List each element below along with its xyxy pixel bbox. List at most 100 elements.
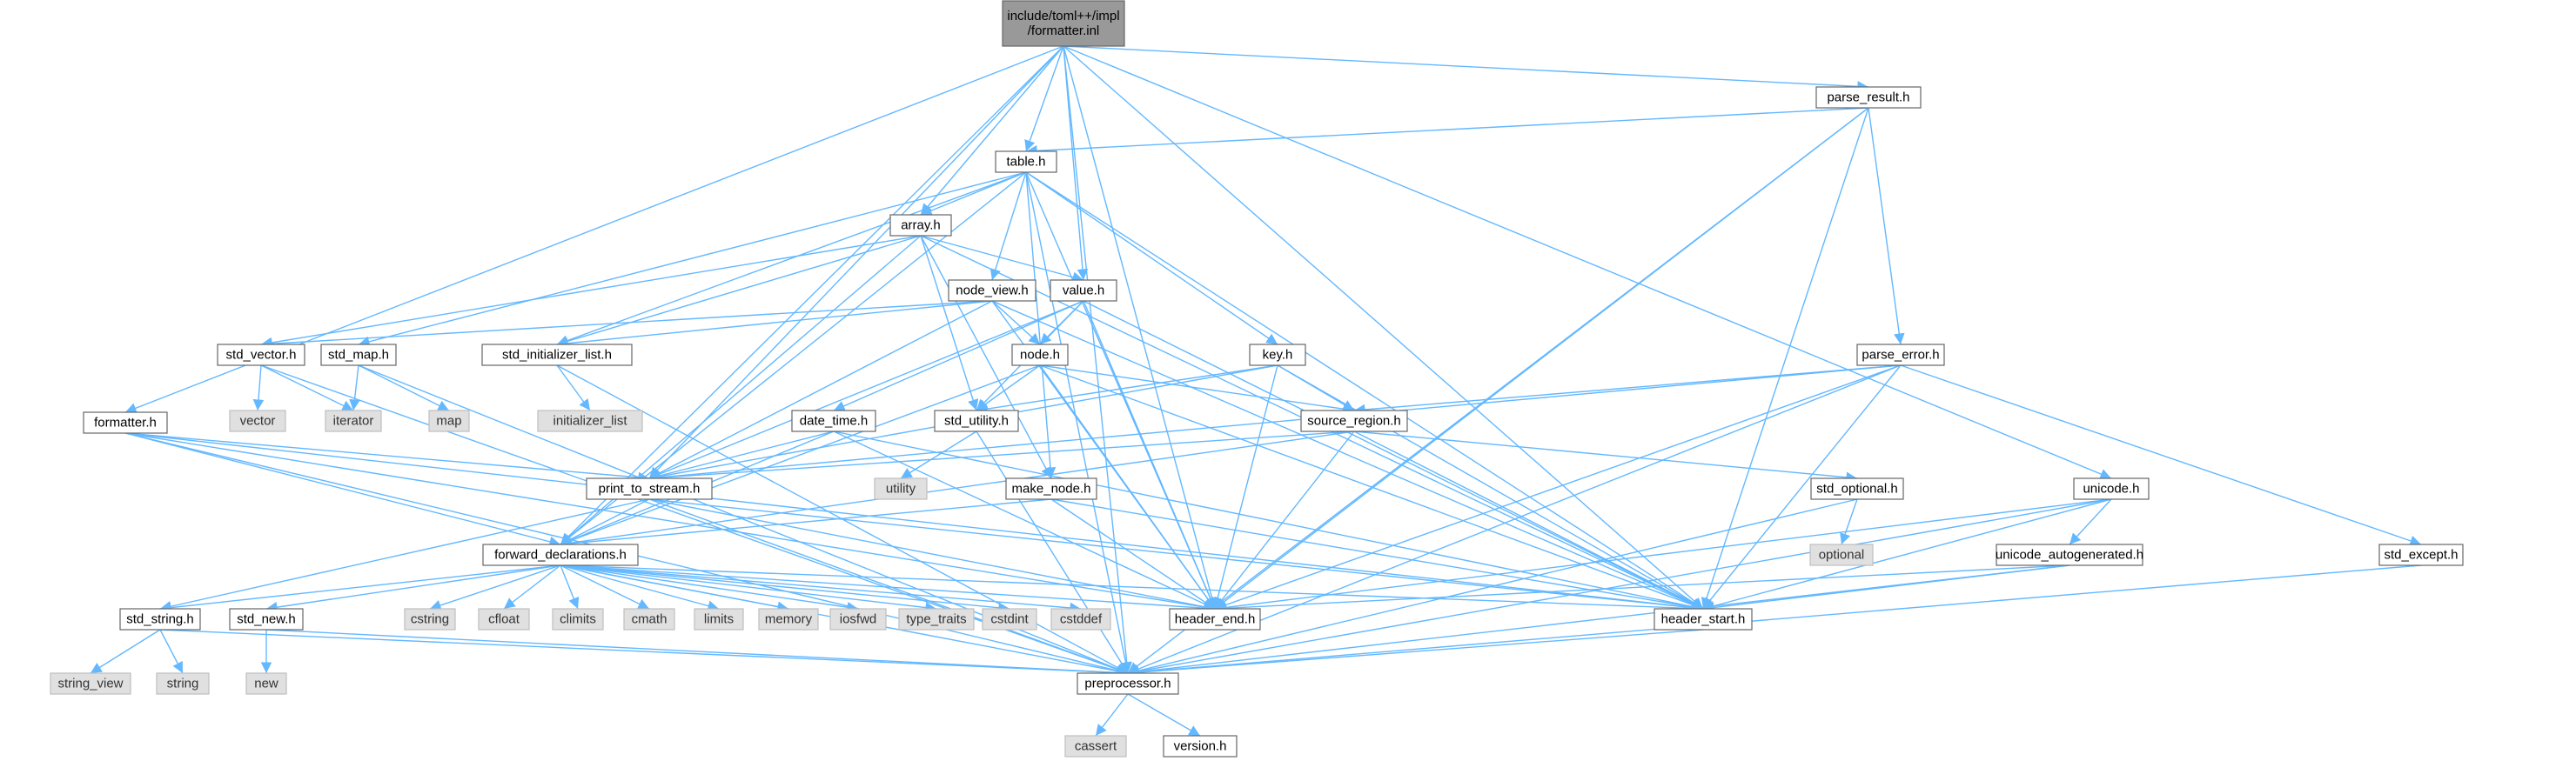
node-label: std_string.h [126,612,194,627]
node-label: type_traits [906,612,966,627]
edge-print_to_stream_h-to-forward_declarations_h [560,498,650,545]
edge-value_h-to-header_start_h [1083,300,1704,610]
node-std-string-h[interactable]: std_string.h [119,608,201,631]
edge-formatter_inl-to-preprocessor_h [1063,45,1132,674]
node-table-h[interactable]: table.h [995,150,1057,173]
node-box [537,410,643,432]
edge-std_optional_h-to-preprocessor_h [1127,498,1858,677]
node-key-h[interactable]: key.h [1249,344,1306,366]
node-array-h[interactable]: array.h [889,214,952,237]
node-label: source_region.h [1307,414,1401,429]
node-string: string [156,672,210,695]
edge-std_map_h-to-map [358,364,450,411]
edge-std_initializer_list_h-to-initializer_list [556,364,591,411]
edge-formatter_inl-to-print_to_stream_h [648,45,1064,479]
node-cstddef: cstddef [1050,608,1111,631]
node-label: climits [560,612,596,627]
node-label: optional [1819,548,1865,563]
node-node-view-h[interactable]: node_view.h [948,279,1036,302]
node-std-new-h[interactable]: std_new.h [229,608,304,631]
node-label: cstring [411,612,449,627]
edge-node_view_h-to-print_to_stream_h [648,300,993,479]
node-version-h[interactable]: version.h [1163,735,1238,758]
edge-array_h-to-value_h [920,235,1084,283]
edge-forward_declarations_h-to-header_end_h [560,564,1216,614]
node-header-end-h[interactable]: header_end.h [1169,608,1261,631]
node-preprocessor-h[interactable]: preprocessor.h [1077,672,1179,695]
edge-source_region_h-to-header_start_h [1353,431,1704,610]
edge-forward_declarations_h-to-cfloat [503,564,561,610]
node-header-start-h[interactable]: header_start.h [1654,608,1753,631]
node-cstring: cstring [404,608,456,631]
node-make-node-h[interactable]: make_node.h [1005,477,1097,500]
edge-forward_declarations_h-to-climits [560,564,580,610]
node-label: parse_result.h [1827,90,1909,105]
node-label: utility [886,482,916,497]
node-std-utility-h[interactable]: std_utility.h [934,410,1019,432]
node-optional: optional [1809,544,1874,566]
edge-parse_result_h-to-header_start_h [1701,107,1869,610]
node-box [1815,86,1922,109]
node-std-map-h[interactable]: std_map.h [320,344,397,366]
node-forward-declarations-h[interactable]: forward_declarations.h [482,544,639,566]
node-string-view: string_view [50,672,131,695]
edge-unicode_h-to-header_end_h [1214,498,2112,613]
edge-table_h-to-std_map_h [358,171,1027,347]
node-vector: vector [229,410,286,432]
node-box [829,608,887,631]
node-label: date_time.h [800,414,868,429]
edge-forward_declarations_h-to-limits [560,564,720,611]
node-formatter-inl[interactable]: include/toml++/impl/formatter.inl [1002,0,1125,47]
node-date-time-h[interactable]: date_time.h [791,410,876,432]
node-box [1300,410,1408,432]
edge-parse_result_h-to-table_h [1025,107,1869,157]
edge-table_h-to-key_h [1025,171,1278,345]
node-cmath: cmath [623,608,675,631]
node-box [217,344,305,366]
node-source-region-h[interactable]: source_region.h [1300,410,1408,432]
node-box [1169,608,1261,631]
node-formatter-h[interactable]: formatter.h [83,411,168,434]
node-label: vector [240,414,276,429]
edge-formatter_inl-to-parse_result_h [1063,45,1869,92]
node-layer: include/toml++/impl/formatter.inl parse_r… [50,0,2464,758]
edge-std_string_h-to-string_view [90,629,161,674]
node-label: print_to_stream.h [599,482,701,497]
node-box [1011,344,1069,366]
node-std-except-h[interactable]: std_except.h [2378,544,2464,566]
edge-node_view_h-to-std_initializer_list_h [556,300,993,350]
node-box [1856,344,1945,366]
node-parse-result-h[interactable]: parse_result.h [1815,86,1922,109]
node-unicode-h[interactable]: unicode.h [2073,477,2150,500]
edge-array_h-to-std_vector_h [260,235,922,349]
node-label: cfloat [488,612,520,627]
node-box [623,608,675,631]
edge-formatter_inl-to-table_h [1024,45,1064,152]
edge-unicode_h-to-preprocessor_h [1127,498,2112,678]
node-std-initializer-list-h[interactable]: std_initializer_list.h [481,344,633,366]
node-box [229,608,304,631]
edge-std_map_h-to-iterator [349,364,360,411]
node-box [1005,477,1097,500]
node-label: make_node.h [1012,482,1091,497]
edge-forward_declarations_h-to-cstring [429,564,561,611]
node-box [156,672,210,695]
edge-parse_error_h-to-header_end_h [1214,364,1902,611]
node-std-vector-h[interactable]: std_vector.h [217,344,305,366]
node-box [2378,544,2464,566]
node-value-h[interactable]: value.h [1050,279,1117,302]
node-box [1050,608,1111,631]
node-label: cmath [632,612,667,627]
node-parse-error-h[interactable]: parse_error.h [1856,344,1945,366]
node-box [1163,735,1238,758]
edge-table_h-to-make_node_h [1025,171,1057,479]
node-std-optional-h[interactable]: std_optional.h [1810,477,1904,500]
edge-forward_declarations_h-to-header_start_h [560,564,1704,614]
node-unicode-autogenerated-h[interactable]: unicode_autogenerated.h [1996,544,2143,566]
node-cassert: cassert [1064,735,1127,758]
edge-table_h-to-array_h [920,171,1027,217]
edge-std_string_h-to-string [159,629,184,674]
node-node-h[interactable]: node.h [1011,344,1069,366]
node-label: memory [765,612,813,627]
node-print-to-stream-h[interactable]: print_to_stream.h [586,477,713,500]
